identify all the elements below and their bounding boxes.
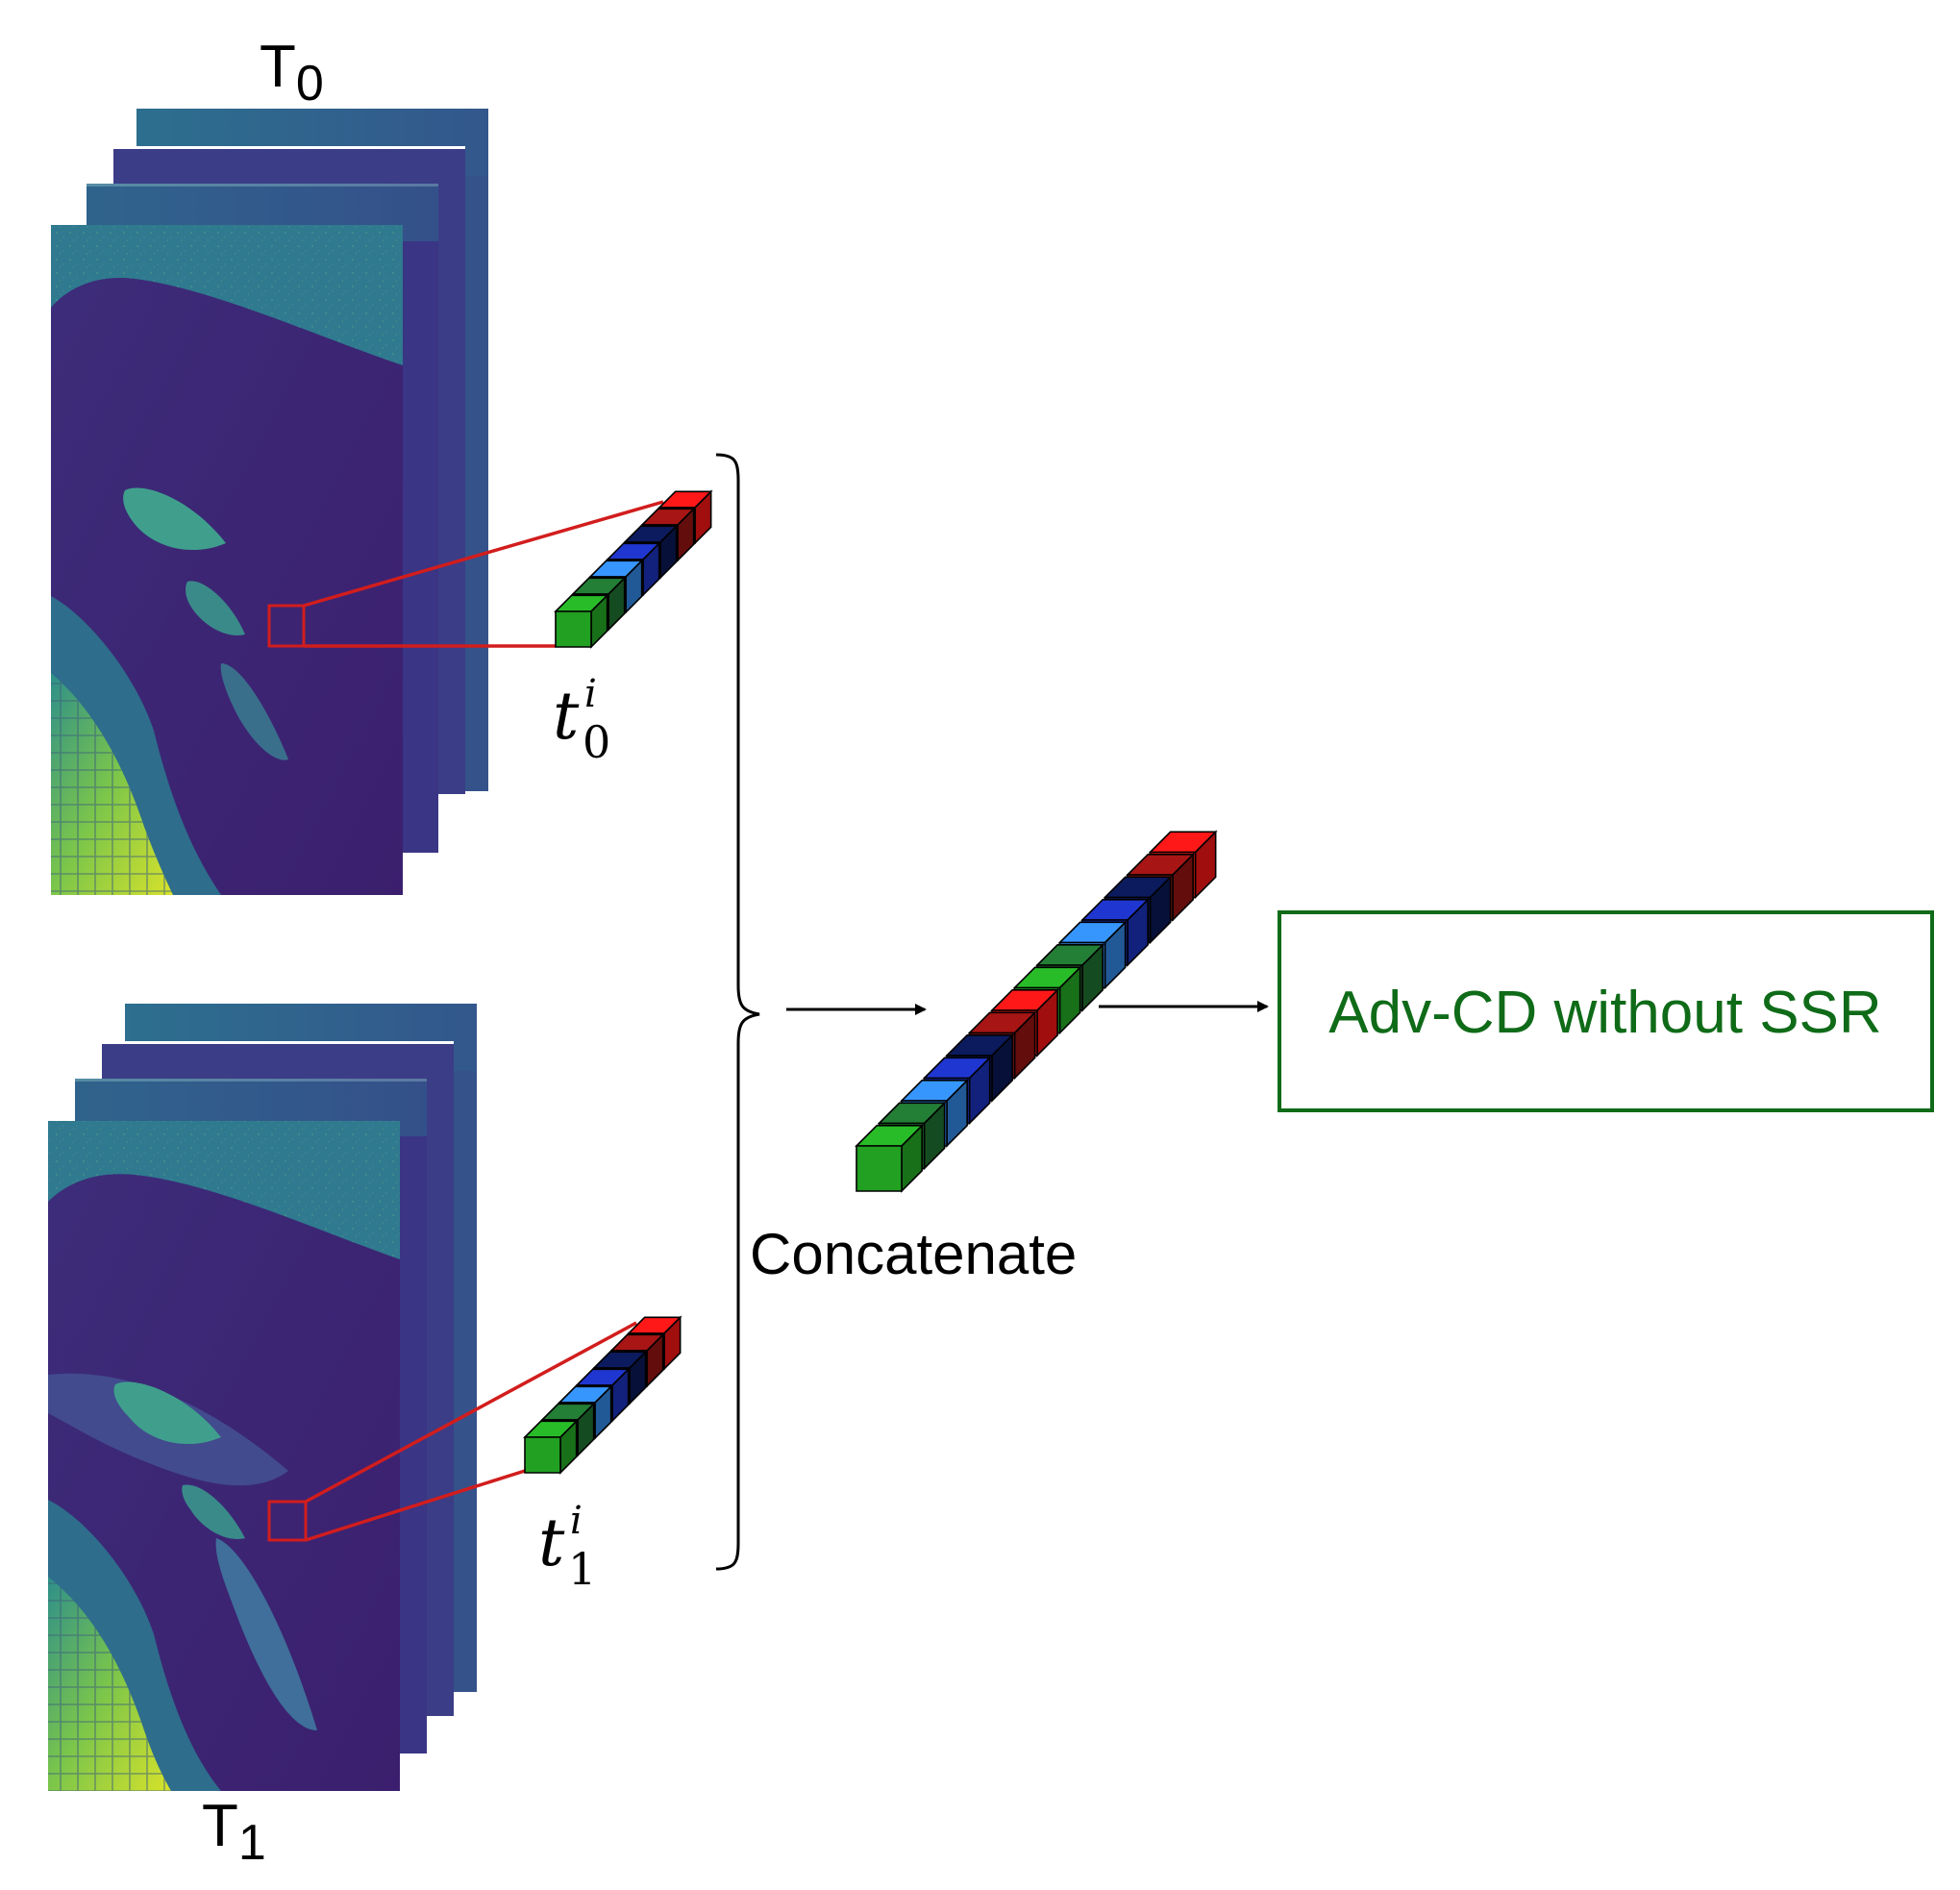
right-curly-brace-icon xyxy=(715,453,760,1571)
cube-front-face xyxy=(856,1145,903,1192)
t1-layer-3-edge xyxy=(102,1041,454,1044)
output-box xyxy=(1278,910,1934,1112)
t0-island-2 xyxy=(186,581,245,635)
t0-pixel-highlight-box xyxy=(267,604,306,648)
t0-island-1 xyxy=(123,487,226,551)
cube-front-face xyxy=(524,1436,561,1474)
t0-projection-top xyxy=(303,500,664,608)
t1-image-stack xyxy=(48,1004,477,1791)
t1-pixel-highlight-box xyxy=(267,1500,308,1542)
concatenated-feature-vector xyxy=(855,830,1218,1193)
t1-projection-bottom xyxy=(305,1469,526,1542)
t0-image-stack xyxy=(51,109,488,895)
svg-text:t: t xyxy=(538,1505,565,1581)
concatenate-label: Concatenate xyxy=(750,1222,1077,1286)
cube-front-face xyxy=(555,610,592,648)
t0-city-grid xyxy=(51,673,173,895)
t0-vector-label: t i 0 xyxy=(553,672,610,768)
t1-feature-vector xyxy=(523,1315,682,1475)
t1-island-1 xyxy=(113,1381,221,1445)
t1-front-image xyxy=(48,1121,400,1791)
t0-layer-3-edge xyxy=(113,146,465,149)
output-box-label: Adv-CD without SSR xyxy=(1328,980,1881,1046)
t1-island-3 xyxy=(215,1538,317,1730)
t1-island-2 xyxy=(182,1484,245,1539)
svg-text:i: i xyxy=(584,672,597,716)
svg-text:1: 1 xyxy=(568,1543,596,1595)
t0-image-label: T0 xyxy=(260,34,324,112)
svg-text:i: i xyxy=(570,1499,583,1543)
t1-image-label: T1 xyxy=(202,1793,266,1871)
t1-projection-lines xyxy=(305,1321,637,1542)
t1-projection-top xyxy=(305,1321,637,1504)
feature-cube xyxy=(554,593,609,649)
t0-feature-vector xyxy=(554,489,713,649)
feature-cube xyxy=(523,1419,579,1475)
t1-city-grid xyxy=(48,1577,171,1791)
t0-front-image xyxy=(51,225,403,895)
t0-projection-lines xyxy=(303,500,664,648)
feature-cube xyxy=(855,1123,925,1193)
svg-text:0: 0 xyxy=(583,716,610,768)
t0-island-3 xyxy=(220,663,288,760)
t1-land-top-texture xyxy=(48,1121,400,1259)
svg-text:t: t xyxy=(553,679,580,755)
t1-vector-label: t i 1 xyxy=(538,1499,596,1595)
t0-land-top-texture xyxy=(51,225,403,365)
